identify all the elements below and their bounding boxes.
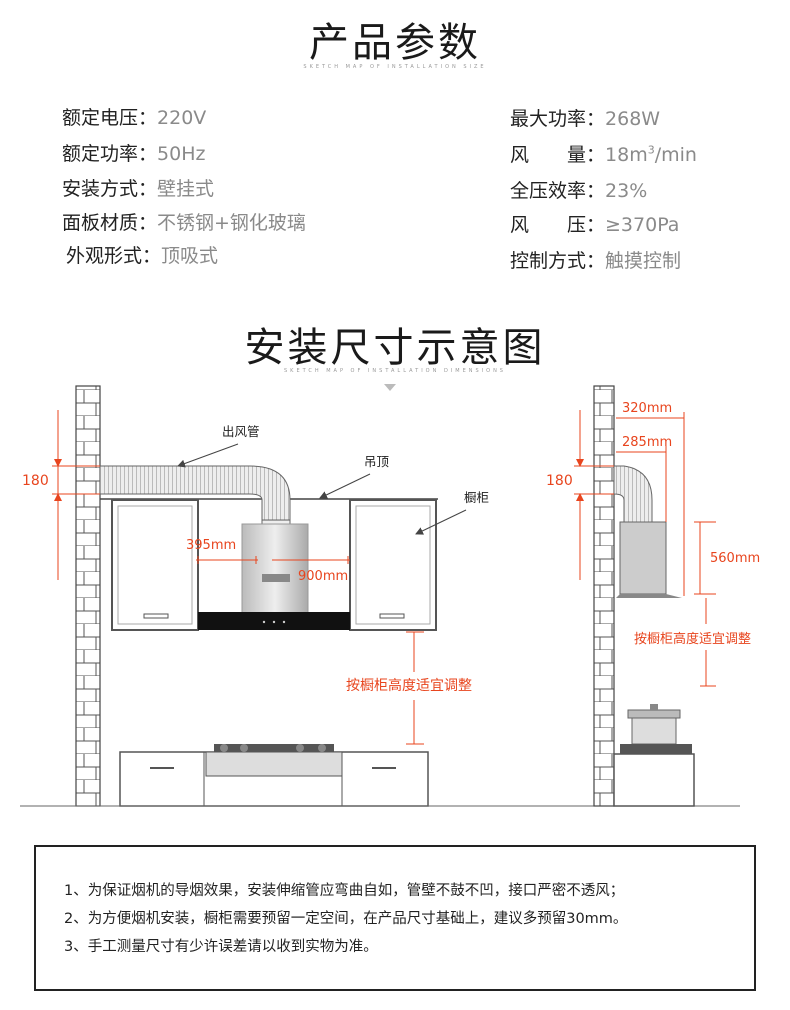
brick-wall-side (593, 385, 615, 807)
dim-900: 900mm (298, 569, 348, 584)
cabinet-leader (415, 509, 467, 535)
spec-value: 18m3/min (605, 143, 697, 166)
adjust-label-front: 按橱柜高度适宜调整 (346, 677, 472, 694)
adjust-label-side: 按橱柜高度适宜调整 (634, 631, 751, 647)
note-item: 3、手工测量尺寸有少许误差请以收到实物为准。 (64, 939, 378, 955)
range-hood-body (241, 523, 309, 615)
brick-wall-front (75, 385, 101, 807)
spec-rated-voltage: 额定电压：220V (62, 103, 206, 130)
stove (205, 751, 343, 777)
dim-320: 320mm (622, 401, 672, 416)
spec-label: 风 量： (510, 144, 606, 166)
spec-label: 额定电压： (62, 107, 158, 129)
cabinet-label: 橱柜 (464, 490, 489, 505)
superscript: 3 (647, 143, 655, 157)
section-title-specs: 产品参数 (309, 20, 481, 66)
spec-control-method: 控制方式：触摸控制 (510, 246, 681, 273)
spec-label: 外观形式： (66, 245, 162, 267)
spec-max-power: 最大功率：268W (510, 104, 660, 131)
cabinet-handle (379, 613, 405, 619)
spec-value: 不锈钢+钢化玻璃 (157, 212, 306, 234)
spec-value: 触摸控制 (605, 250, 682, 272)
section-subtitle-install: SKETCH MAP OF INSTALLATION DIMENSIONS (284, 368, 506, 374)
notes-box: 1、为保证烟机的导烟效果，安装伸缩管应弯曲自如，管壁不鼓不凹，接口严密不透风； … (34, 845, 756, 991)
dim-180-side: 180 (546, 473, 573, 489)
spec-value: 220V (157, 107, 207, 129)
cabinet-handle (143, 613, 169, 619)
spec-panel-material: 面板材质：不锈钢+钢化玻璃 (62, 208, 306, 235)
dim-395: 395mm (186, 538, 236, 553)
exhaust-duct-side (613, 465, 653, 523)
note-item: 1、为保证烟机的导烟效果，安装伸缩管应弯曲自如，管壁不鼓不凹，接口严密不透风； (64, 883, 625, 899)
spec-value: 顶吸式 (161, 245, 219, 267)
range-hood-side (619, 521, 667, 595)
spec-label: 全压效率： (510, 180, 606, 202)
spec-label: 额定功率： (62, 143, 158, 165)
base-cabinet-side (613, 753, 695, 807)
stove-side (620, 744, 692, 754)
spec-label: 面板材质： (62, 212, 158, 234)
spec-value: 壁挂式 (157, 178, 215, 200)
spec-value: ≥370Pa (605, 214, 680, 236)
duct-label: 出风管 (222, 424, 260, 439)
spec-rated-frequency: 额定功率：50Hz (62, 139, 205, 166)
stove-top (214, 744, 334, 752)
spec-efficiency: 全压效率：23% (510, 176, 647, 203)
section-title-install: 安装尺寸示意图 (244, 325, 546, 371)
cooking-pot (631, 715, 677, 745)
spec-label: 最大功率： (510, 108, 606, 130)
ceiling-leader (319, 473, 371, 499)
installation-diagram: 出风管 吊顶 橱柜 180 395mm 900mm 按橱柜高度适宜调整 180 … (20, 385, 760, 807)
dim-560: 560mm (710, 551, 760, 566)
spec-label: 安装方式： (62, 178, 158, 200)
spec-label: 风 压： (510, 214, 606, 236)
spec-value: 268W (605, 108, 661, 130)
note-item: 2、为方便烟机安装，橱柜需要预留一定空间，在产品尺寸基础上，建议多预留30mm。 (64, 911, 628, 927)
dim-285: 285mm (622, 435, 672, 450)
dim-180-front: 180 (22, 473, 49, 489)
section-subtitle-specs: SKETCH MAP OF INSTALLATION SIZE (303, 64, 487, 70)
spec-air-pressure: 风 压：≥370Pa (510, 210, 679, 237)
ceiling-label: 吊顶 (364, 454, 390, 469)
spec-appearance: 外观形式：顶吸式 (66, 241, 218, 268)
duct-leader (177, 443, 239, 468)
spec-air-volume: 风 量：18m3/min (510, 140, 697, 167)
spec-value: 50Hz (157, 143, 206, 165)
spec-install-method: 安装方式：壁挂式 (62, 174, 214, 201)
spec-label: 控制方式： (510, 250, 606, 272)
spec-value: 23% (605, 180, 648, 202)
down-triangle-icon (384, 384, 396, 391)
